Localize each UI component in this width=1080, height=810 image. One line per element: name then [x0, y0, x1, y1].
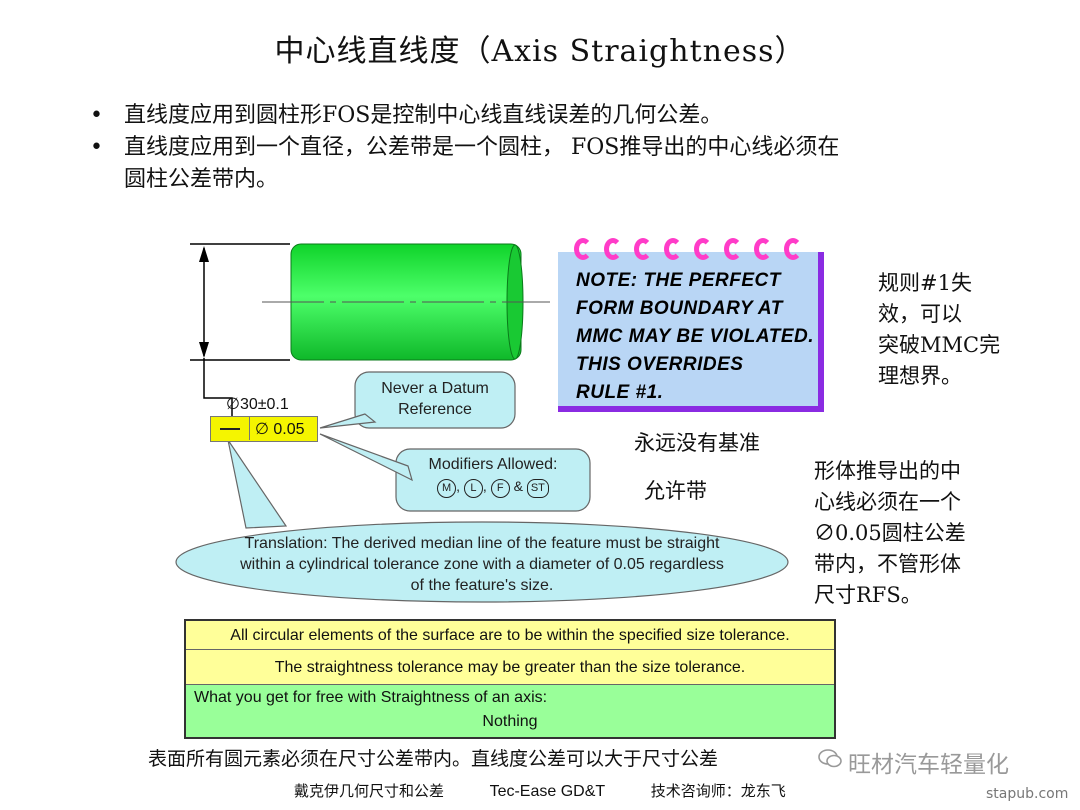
modifiers-bubble-tail	[319, 433, 413, 482]
footer: 戴克伊几何尺寸和公差 Tec-Ease GD&T 技术咨询师：龙东飞	[294, 780, 786, 801]
ring-icon	[694, 238, 712, 260]
datum-bubble-text: Never a Datum Reference	[355, 378, 515, 420]
derived-line: 形体推导出的中	[814, 459, 961, 483]
derived-line: 带内，不管形体	[814, 552, 961, 576]
rule1-line: 突破MMC完	[878, 333, 1001, 357]
table-row: All circular elements of the surface are…	[186, 621, 834, 650]
statistical-modifier-icon: ST	[526, 479, 549, 498]
modifiers-title: Modifiers Allowed:	[428, 456, 558, 473]
ring-icon	[634, 238, 652, 260]
datum-bubble-tail	[319, 413, 377, 429]
table-cell: The straightness tolerance may be greate…	[274, 659, 746, 676]
page-title: 中心线直线度（Axis Straightness）	[274, 34, 806, 69]
derived-line: 心线必须在一个	[814, 490, 961, 514]
bullet-text: 直线度应用到圆柱形FOS是控制中心线直线误差的几何公差。	[124, 103, 723, 128]
free-state-modifier-icon: F	[490, 479, 510, 498]
bullet-dot: •	[90, 103, 103, 128]
summary-table: All circular elements of the surface are…	[184, 619, 836, 739]
note-line: RULE #1.	[576, 382, 664, 403]
table-row: What you get for free with Straightness …	[186, 685, 834, 737]
ring-icon	[724, 238, 742, 260]
datum-bubble	[354, 371, 516, 429]
note-line: MMC MAY BE VIOLATED.	[576, 326, 814, 347]
translation-text: Translation: The derived median line of …	[182, 533, 782, 596]
tolerance-value: ∅ 0.05	[255, 421, 305, 438]
cylinder	[290, 243, 522, 361]
translation-line: within a cylindrical tolerance zone with…	[240, 556, 724, 573]
table-row: The straightness tolerance may be greate…	[186, 650, 834, 685]
arrow-down	[199, 342, 209, 358]
modifier-separator: &	[509, 478, 527, 494]
rule1-cn-note: 规则#1失 效，可以 突破MMC完 理想界。	[878, 268, 1000, 392]
table-cell: Nothing	[482, 713, 538, 730]
derived-line: ∅0.05圆柱公差	[814, 521, 966, 545]
translation-line: of the feature's size.	[410, 577, 554, 594]
bullet-dot: •	[90, 135, 103, 160]
table-cell: What you get for free with Straightness …	[194, 689, 548, 706]
size-dimension: ∅30±0.1	[226, 396, 289, 413]
derived-line: 尺寸RFS。	[814, 583, 922, 607]
straightness-symbol-cell	[211, 417, 250, 440]
arrow-up	[199, 246, 209, 262]
rule1-line: 规则#1失	[878, 271, 972, 295]
translation-bubble	[175, 521, 789, 603]
rule1-line: 理想界。	[878, 364, 962, 388]
ring-icon	[754, 238, 772, 260]
note-card: NOTE: THE PERFECT FORM BOUNDARY AT MMC M…	[558, 238, 824, 412]
footer-mid: Tec-Ease GD&T	[489, 783, 606, 800]
note-line: FORM BOUNDARY AT	[576, 298, 783, 319]
mmc-modifier-icon: M	[437, 479, 457, 498]
feature-control-frame: ∅ 0.05	[210, 416, 318, 442]
derived-line-cn-note: 形体推导出的中 心线必须在一个 ∅0.05圆柱公差 带内，不管形体 尺寸RFS。	[814, 456, 966, 611]
rule1-line: 效，可以	[878, 302, 962, 326]
note-line: NOTE: THE PERFECT	[576, 270, 781, 291]
modifier-separator: ,	[456, 478, 464, 494]
datum-line: Never a Datum	[381, 380, 489, 397]
datum-line: Reference	[398, 401, 472, 418]
ring-icon	[604, 238, 622, 260]
bullet-text: 直线度应用到一个直径，公差带是一个圆柱， FOS推导出的中心线必须在	[124, 135, 840, 160]
translation-line: Translation: The derived median line of …	[244, 535, 720, 552]
lmc-modifier-icon: L	[463, 479, 483, 498]
site-watermark: stapub.com	[986, 786, 1069, 802]
modifiers-bubble-text: Modifiers Allowed: M, L, F & ST	[396, 456, 590, 498]
modifier-symbols: M, L, F & ST	[396, 478, 590, 498]
modifier-separator: ,	[482, 478, 491, 494]
ring-icon	[574, 238, 592, 260]
straightness-icon	[220, 428, 240, 430]
translation-bubble-tail	[227, 439, 288, 529]
watermark-text: 旺材汽车轻量化	[848, 752, 1009, 778]
bullet-text: 圆柱公差带内。	[124, 167, 279, 192]
modifiers-allowed-cn: 允许带	[644, 479, 707, 503]
ring-icon	[664, 238, 682, 260]
footer-left: 戴克伊几何尺寸和公差	[294, 782, 445, 800]
table-cell: All circular elements of the surface are…	[230, 627, 790, 644]
wechat-logo-icon	[818, 749, 842, 768]
bottom-summary-cn: 表面所有圆元素必须在尺寸公差带内。直线度公差可以大于尺寸公差	[148, 748, 719, 770]
note-line: THIS OVERRIDES	[576, 354, 744, 375]
footer-right: 技术咨询师：龙东飞	[650, 782, 786, 800]
no-datum-cn: 永远没有基准	[634, 431, 760, 455]
ring-icon	[784, 238, 802, 260]
dimension-leader	[203, 358, 233, 416]
